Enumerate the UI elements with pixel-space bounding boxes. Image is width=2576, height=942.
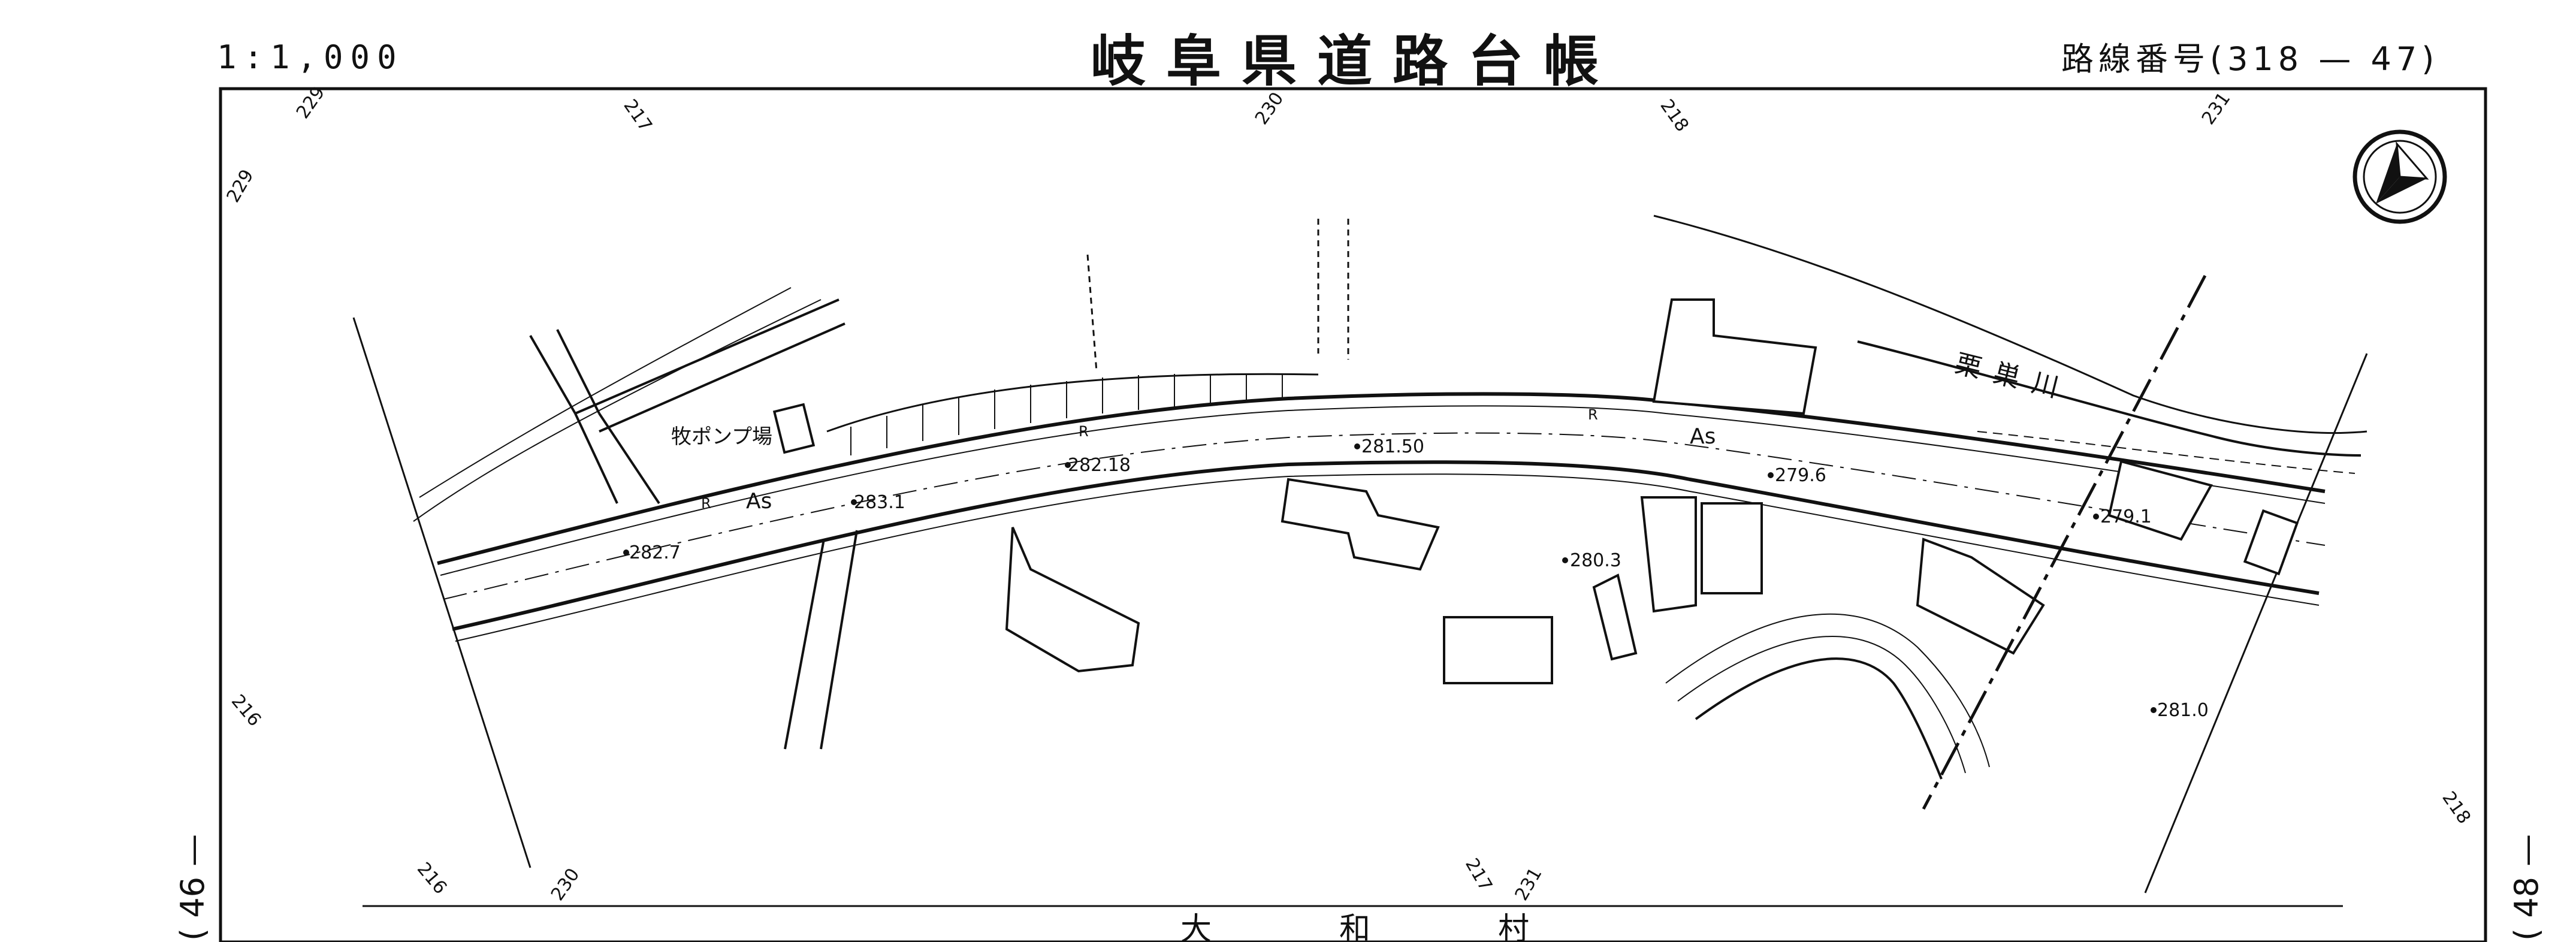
- river-label: 栗巣川: [1952, 348, 2074, 406]
- grid-ref-label: 218: [2438, 788, 2475, 828]
- side-road-south: [784, 530, 858, 750]
- grid-ref-label: 217: [619, 96, 656, 136]
- road-edge-south-outer: [455, 473, 2320, 642]
- side-path-north: [1086, 219, 1349, 372]
- road-edge-mark: R: [701, 495, 711, 512]
- grid-ref-label: 216: [227, 691, 265, 730]
- grid-ref-label: 229: [223, 166, 258, 206]
- map-scale: 1:1,000: [217, 38, 404, 76]
- adjacent-sheet-left: ( 46 —: [174, 834, 212, 941]
- grid-ref-label: 216: [413, 859, 451, 898]
- elevation-label: 279.6: [1775, 465, 1826, 486]
- elevation-label: 283.1: [854, 492, 905, 513]
- road-edge-north: [437, 392, 2326, 565]
- slope-hatch-north: [826, 373, 1319, 455]
- elevation-label: 282.7: [629, 542, 681, 563]
- map-frame: [219, 87, 2487, 942]
- facility-label: 牧ポンプ場: [671, 425, 772, 449]
- route-number: 路線番号(318 — 47): [2061, 32, 2439, 80]
- grid-ref-label: 231: [1511, 864, 1547, 904]
- village-label: 村: [1498, 911, 1529, 942]
- survey-cut-line: [1922, 274, 2207, 810]
- survey-boundary-left: [352, 317, 531, 868]
- route-close-paren: ): [2421, 40, 2439, 78]
- buildings: [772, 298, 2299, 684]
- survey-boundary-right: [2144, 353, 2368, 893]
- road-centerline: [443, 432, 2326, 600]
- surface-label: As: [746, 489, 772, 514]
- elevation-points: [623, 443, 2157, 713]
- road-edge-mark: R: [1079, 423, 1089, 440]
- page-title: 岐阜県道路台帳: [1091, 29, 1620, 93]
- village-label: 和: [1339, 911, 1370, 942]
- side-road-west: [529, 298, 845, 505]
- grid-ref-label: 230: [547, 865, 584, 905]
- route-open-paren: (: [2210, 40, 2228, 78]
- contour-lines: [413, 287, 1990, 780]
- grid-ref-label: 218: [1656, 96, 1693, 136]
- elevation-label: 280.3: [1570, 550, 1621, 571]
- route-label: 路線番号: [2061, 40, 2210, 78]
- road-edge-south: [452, 460, 2320, 631]
- elevation-label: 281.0: [2157, 700, 2209, 721]
- north-arrow-icon: [2352, 129, 2447, 224]
- adjacent-sheet-right: ( 48 —: [2508, 834, 2545, 941]
- elevation-label: 279.1: [2100, 506, 2152, 527]
- village-label: 大: [1180, 911, 1212, 942]
- surface-label: As: [1690, 424, 1716, 449]
- elevation-label: 281.50: [1361, 436, 1424, 457]
- grid-ref-label: 217: [1461, 855, 1496, 895]
- river: [1653, 215, 2367, 474]
- road-edge-mark: R: [1588, 406, 1598, 423]
- road-edge-north-inner: [440, 405, 2326, 576]
- elevation-label: 282.18: [1068, 455, 1131, 476]
- grid-ref-label: 231: [2198, 89, 2235, 129]
- route-number-value: 318 — 47: [2227, 40, 2422, 78]
